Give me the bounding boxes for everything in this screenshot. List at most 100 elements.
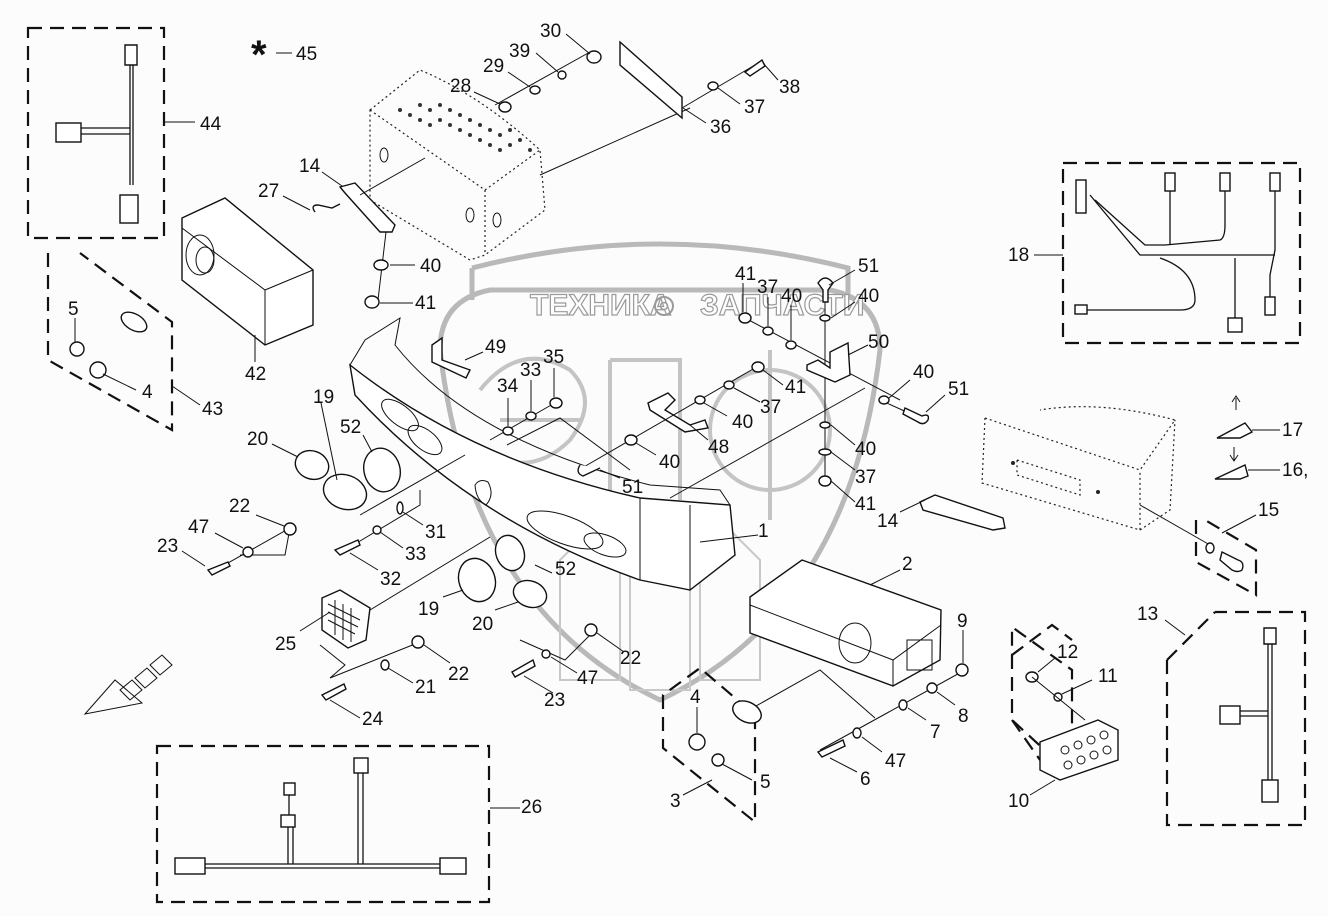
bracket-48[interactable] xyxy=(647,392,709,433)
bulb-5[interactable] xyxy=(69,341,85,357)
callout-40e: 40 xyxy=(858,286,879,307)
assembly-line-to-51 xyxy=(506,417,631,471)
lens-43[interactable] xyxy=(118,308,150,336)
leaders-6-9 xyxy=(829,630,964,773)
washer-37[interactable] xyxy=(707,81,719,91)
callout-40g: 40 xyxy=(913,362,934,383)
washer-40-b[interactable] xyxy=(624,434,638,446)
screw-24[interactable] xyxy=(320,683,347,701)
washer-7[interactable] xyxy=(898,699,908,711)
screw-32[interactable] xyxy=(333,539,361,556)
callout-18: 18 xyxy=(1008,245,1029,266)
bulb-4-b[interactable] xyxy=(688,733,706,751)
washer-34[interactable] xyxy=(502,426,514,436)
lamp-20-right[interactable] xyxy=(510,576,551,612)
seal-15[interactable] xyxy=(1205,542,1215,554)
leaders-10-12 xyxy=(1029,657,1093,796)
nut-30[interactable] xyxy=(586,50,602,64)
bracket-50[interactable] xyxy=(806,341,851,383)
lamp-19-left[interactable] xyxy=(319,469,372,516)
lens-3[interactable] xyxy=(729,697,765,728)
washer-40-d[interactable] xyxy=(785,340,797,350)
gasket-52-left[interactable] xyxy=(359,444,405,496)
washer-28[interactable] xyxy=(498,101,512,113)
washer-40-c[interactable] xyxy=(694,395,706,405)
leaders-33-35 xyxy=(507,368,555,426)
washer-11[interactable] xyxy=(1053,692,1063,702)
callout-41c: 41 xyxy=(735,264,756,285)
bulb-5-b[interactable] xyxy=(711,753,725,767)
callout-33a: 33 xyxy=(520,360,541,381)
nut-41-d[interactable] xyxy=(818,475,832,487)
nut-22-left[interactable] xyxy=(283,522,297,536)
washer-37-c[interactable] xyxy=(762,326,774,336)
washer-40-f[interactable] xyxy=(819,421,831,429)
screw-6[interactable] xyxy=(816,739,846,758)
callout-41a: 41 xyxy=(415,293,436,314)
screw-51-b[interactable] xyxy=(817,277,834,303)
bracket-14-left[interactable] xyxy=(338,182,396,233)
nut-41-c[interactable] xyxy=(738,312,752,324)
screw-51-c[interactable] xyxy=(902,407,930,425)
clip-31[interactable] xyxy=(396,501,404,515)
washer-47-mid[interactable] xyxy=(541,649,551,659)
kit-43-frame xyxy=(46,252,174,432)
harness-18[interactable] xyxy=(1074,172,1281,333)
callout-35: 35 xyxy=(543,347,564,368)
washer-40[interactable] xyxy=(373,259,389,271)
lamp-19-right[interactable] xyxy=(453,553,502,607)
washer-29[interactable] xyxy=(529,85,541,95)
nut-41[interactable] xyxy=(364,295,380,309)
callout-37: 37 xyxy=(744,97,765,118)
gasket-52-right[interactable] xyxy=(491,531,530,574)
bulb-4[interactable] xyxy=(89,361,107,379)
lamp-25[interactable] xyxy=(321,589,371,649)
lamp-housing-42[interactable] xyxy=(181,197,314,346)
washer-33[interactable] xyxy=(525,411,537,421)
washer-40-e[interactable] xyxy=(819,314,831,322)
callout-25: 25 xyxy=(275,634,296,655)
relay-block-10[interactable] xyxy=(1039,719,1119,781)
harness-44[interactable] xyxy=(26,26,195,240)
nut-22-mid[interactable] xyxy=(411,635,425,649)
kit-10-frame-bottom xyxy=(1011,719,1041,761)
callout-5a: 5 xyxy=(68,299,79,320)
washer-47-right[interactable] xyxy=(852,727,862,739)
washer-33-b[interactable] xyxy=(372,525,382,535)
part-17[interactable] xyxy=(1216,422,1254,439)
callout-15: 15 xyxy=(1258,500,1279,521)
plate-36[interactable] xyxy=(619,40,683,120)
screw-27[interactable] xyxy=(312,203,341,213)
callout-28: 28 xyxy=(450,76,471,97)
screw-51[interactable] xyxy=(577,464,601,477)
nut-41-b[interactable] xyxy=(751,361,765,373)
harness-13[interactable] xyxy=(1219,627,1279,803)
harness-26[interactable] xyxy=(174,757,467,875)
washer-37-d[interactable] xyxy=(818,448,832,456)
kit-10-frame xyxy=(1010,623,1074,778)
bracket-14-right[interactable] xyxy=(919,494,1006,531)
lamp-20-left[interactable] xyxy=(291,446,333,484)
screw-38[interactable] xyxy=(743,58,766,77)
assembly-line-6-9 xyxy=(819,669,966,751)
bumper-1[interactable] xyxy=(349,316,736,591)
bracket-49[interactable] xyxy=(431,336,471,379)
washer-21[interactable] xyxy=(380,659,390,671)
leader-housing xyxy=(539,107,691,176)
leaders-25 xyxy=(299,536,491,632)
screw-23-left[interactable] xyxy=(206,561,231,576)
connector-15[interactable] xyxy=(1219,550,1244,573)
callout-38: 38 xyxy=(779,77,800,98)
washer-47-left[interactable] xyxy=(242,546,254,558)
callout-34: 34 xyxy=(497,376,519,397)
washer-8[interactable] xyxy=(926,682,938,694)
washer-40-g[interactable] xyxy=(878,395,890,405)
part-16[interactable] xyxy=(1214,464,1249,480)
washer-39[interactable] xyxy=(557,70,567,80)
lamp-housing-2[interactable] xyxy=(749,559,942,687)
nut-9[interactable] xyxy=(955,663,969,677)
washer-37-b[interactable] xyxy=(723,380,735,390)
screw-23-right[interactable] xyxy=(511,658,536,678)
nut-22-right[interactable] xyxy=(584,623,598,637)
nut-35[interactable] xyxy=(549,397,563,409)
